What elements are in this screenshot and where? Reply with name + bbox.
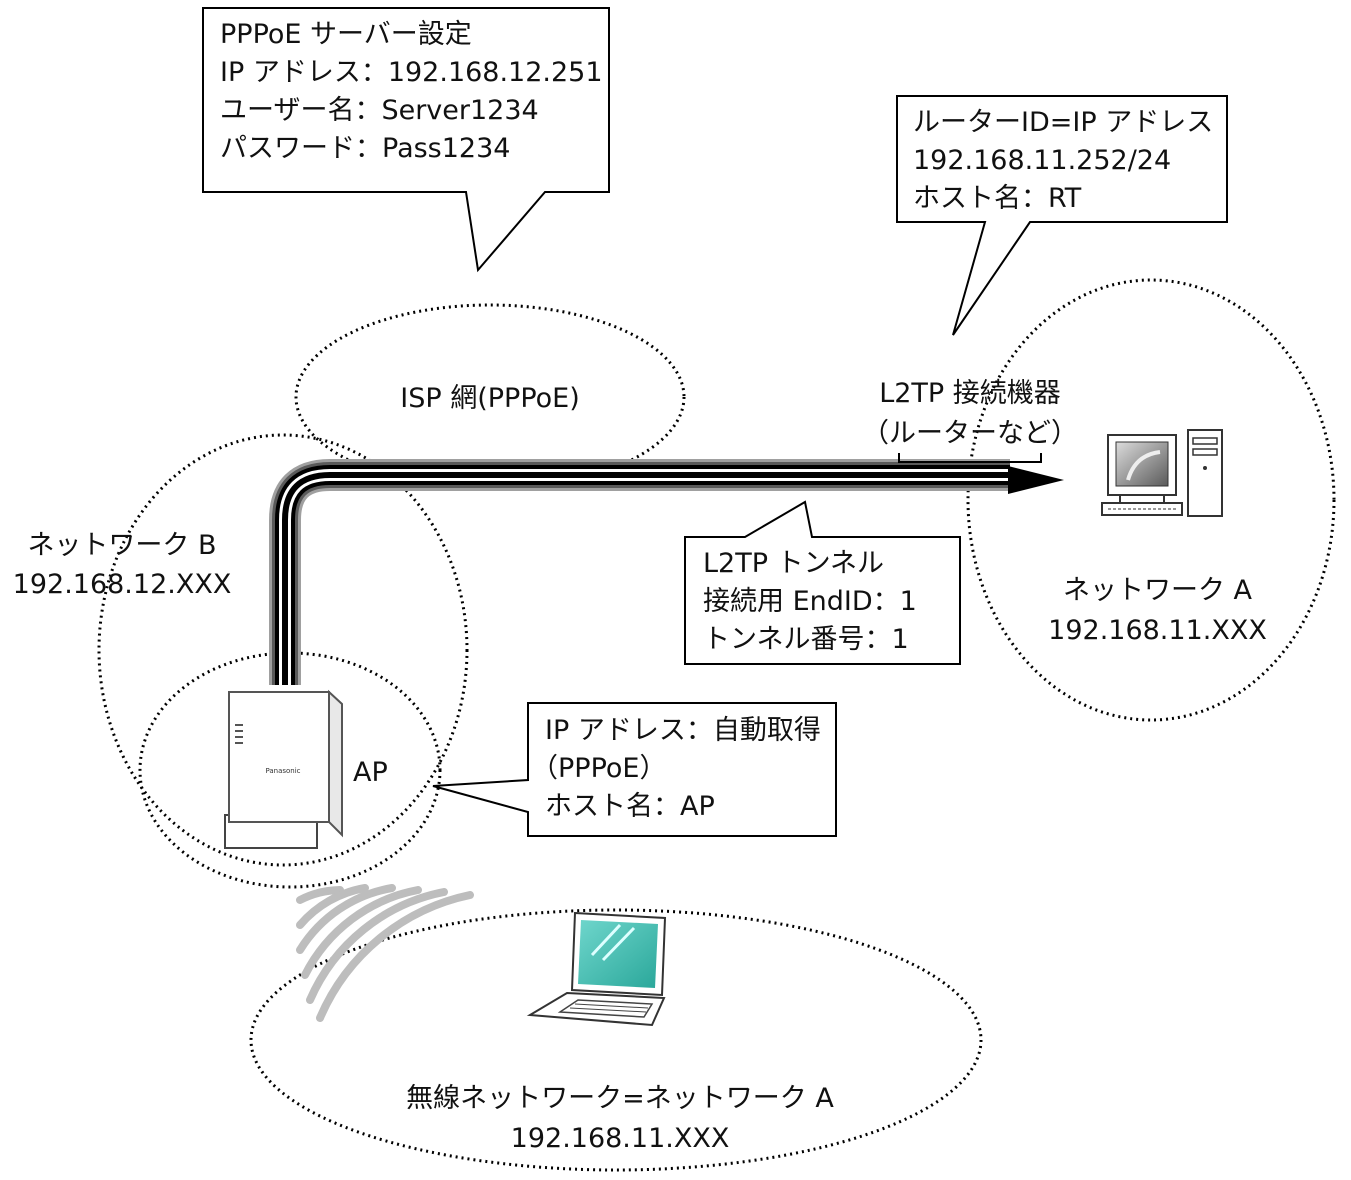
isp-cloud-label: ISP 網(PPPoE): [400, 383, 580, 414]
tunnel-number: トンネル番号：1: [703, 624, 909, 655]
network-a-name: ネットワーク A: [1062, 575, 1253, 606]
ap-ip-line: IP アドレス：自動取得: [545, 715, 821, 746]
tunnel-endid: 接続用 EndID：1: [703, 586, 917, 617]
network-b-subnet: 192.168.12.XXX: [12, 569, 232, 600]
router-host-line: ホスト名：RT: [913, 183, 1082, 214]
tunnel-arrowhead: [1008, 466, 1064, 494]
pppoe-server-pass: パスワード：Pass1234: [220, 133, 511, 164]
router-id-line: ルーターID=IP アドレス: [913, 107, 1214, 138]
l2tp-device-bracket: [898, 453, 1042, 463]
ap-info-callout: [432, 702, 837, 837]
ap-label: AP: [353, 757, 388, 788]
pppoe-server-callout: [202, 7, 610, 273]
tunnel-info-text: L2TP トンネル 接続用 EndID：1 トンネル番号：1: [703, 545, 917, 659]
wireless-network-ellipse: [249, 908, 983, 1172]
network-a-ellipse: [966, 278, 1336, 722]
l2tp-tunnel-tube: [269, 459, 1010, 685]
laptop-icon: [526, 911, 667, 1027]
l2tp-device-sublabel: （ルーターなど）: [862, 418, 1078, 449]
router-info-text: ルーターID=IP アドレス 192.168.11.252/24 ホスト名：RT: [913, 104, 1213, 218]
wireless-network-subnet: 192.168.11.XXX: [510, 1123, 730, 1154]
router-info-callout: [896, 95, 1228, 336]
ap-device-icon: Panasonic: [224, 689, 343, 849]
isp-cloud: [294, 303, 686, 491]
pppoe-server-text: PPPoE サーバー設定 IP アドレス：192.168.12.251 ユーザー…: [220, 16, 603, 168]
pppoe-server-ip: IP アドレス：192.168.12.251: [220, 57, 603, 88]
ap-brand: Panasonic: [265, 767, 300, 775]
wireless-waves-icon: [296, 884, 474, 1022]
wireless-network-name: 無線ネットワーク=ネットワーク A: [406, 1083, 834, 1114]
network-b-ellipse: [97, 433, 469, 867]
pppoe-server-title: PPPoE サーバー設定: [220, 19, 472, 50]
ap-info-text: IP アドレス：自動取得 （PPPoE） ホスト名：AP: [531, 712, 821, 826]
ap-ip-mode: （PPPoE）: [531, 753, 667, 784]
router-ip-line: 192.168.11.252/24: [913, 145, 1172, 176]
network-a-subnet: 192.168.11.XXX: [1048, 615, 1267, 646]
desktop-pc-icon: [1101, 429, 1223, 517]
l2tp-device-label: L2TP 接続機器: [879, 378, 1061, 409]
pppoe-server-user: ユーザー名：Server1234: [220, 95, 539, 126]
network-b-name: ネットワーク B: [27, 530, 217, 561]
tunnel-title: L2TP トンネル: [703, 548, 885, 579]
tunnel-info-callout: [684, 500, 961, 665]
ap-host-line: ホスト名：AP: [545, 791, 715, 822]
